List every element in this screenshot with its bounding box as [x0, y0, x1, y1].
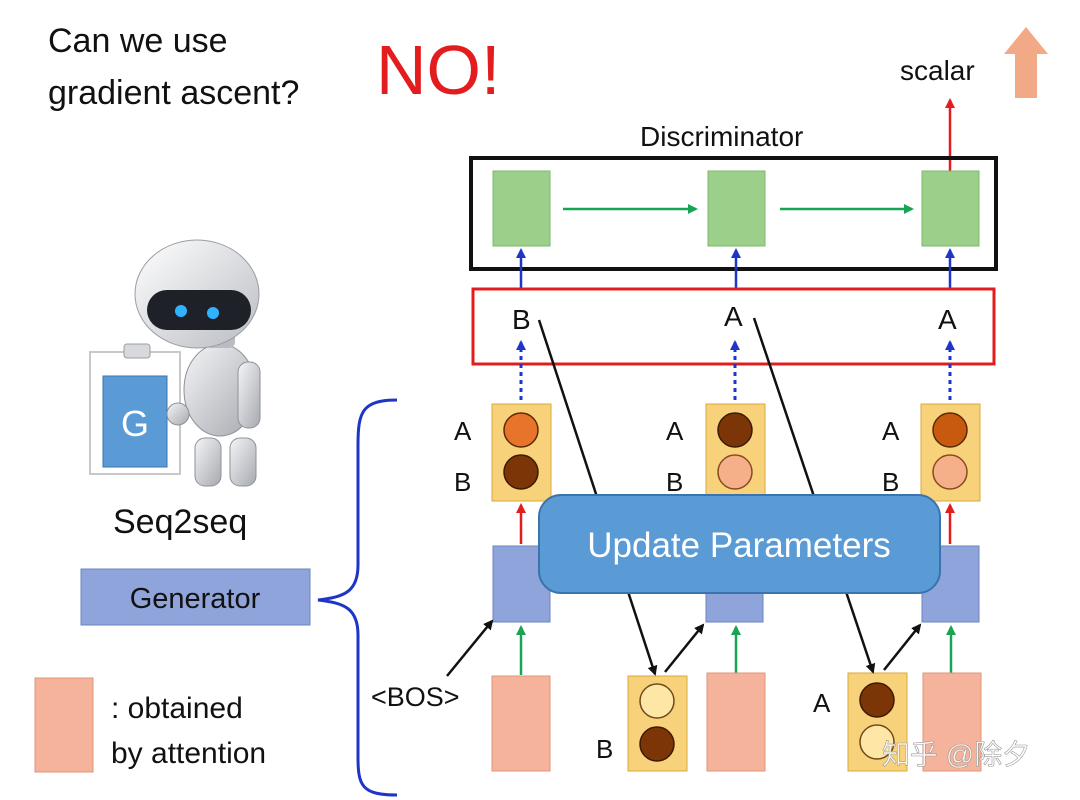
- generator-box: [80, 568, 311, 626]
- bos-label: <BOS>: [371, 682, 460, 712]
- update-parameters-label: Update Parameters: [587, 526, 890, 565]
- discriminator-cell-1: [492, 170, 551, 247]
- legend-line-1: : obtained: [111, 692, 243, 725]
- dist-2-label-a: A: [666, 416, 684, 446]
- dist-2-label-b: B: [666, 467, 683, 497]
- update-parameters-box: [538, 494, 941, 594]
- dist-3-label-a: A: [882, 416, 900, 446]
- output-distribution-1: [491, 403, 552, 502]
- input-distribution-1: [627, 675, 688, 772]
- arrow-input-dist-to-gen-2: [664, 623, 705, 673]
- generator-brace: [317, 398, 398, 797]
- question-line-2: gradient ascent?: [48, 74, 299, 112]
- question-line-1: Can we use: [48, 22, 228, 60]
- input-distribution-2: [847, 672, 908, 772]
- generator-cell-1: [492, 545, 551, 623]
- sampled-token-1: B: [512, 304, 531, 335]
- input-cell-3: [922, 672, 982, 772]
- scalar-label: scalar: [900, 55, 975, 86]
- answer-no: NO!: [376, 31, 500, 109]
- input-dist-1-label-b: B: [596, 734, 613, 764]
- sampled-token-2: A: [724, 301, 743, 332]
- seq2seq-label: Seq2seq: [113, 503, 247, 541]
- watermark: 知乎 @除夕: [882, 739, 1030, 770]
- input-cell-1: [491, 675, 551, 772]
- robot-illustration: [89, 239, 261, 487]
- input-dist-2-label-a: A: [813, 688, 831, 718]
- discriminator-title: Discriminator: [640, 121, 803, 152]
- discriminator-cell-2: [707, 170, 766, 247]
- up-arrow-icon: [1004, 27, 1048, 98]
- discriminator-box: [469, 156, 998, 271]
- generator-label: Generator: [130, 583, 261, 615]
- input-cell-2: [706, 672, 766, 772]
- arrow-bos-to-gen: [446, 619, 494, 677]
- dist-3-label-b: B: [882, 467, 899, 497]
- dist-1-label-a: A: [454, 416, 472, 446]
- sampled-token-3: A: [938, 304, 957, 335]
- dist-1-label-b: B: [454, 467, 471, 497]
- legend-swatch: [34, 677, 94, 773]
- g-letter: G: [121, 403, 149, 444]
- output-distribution-3: [920, 403, 981, 502]
- discriminator-cell-3: [921, 170, 980, 247]
- output-distribution-2: [705, 403, 766, 502]
- arrow-input-dist-to-gen-3: [883, 623, 922, 671]
- legend-line-2: by attention: [111, 737, 266, 770]
